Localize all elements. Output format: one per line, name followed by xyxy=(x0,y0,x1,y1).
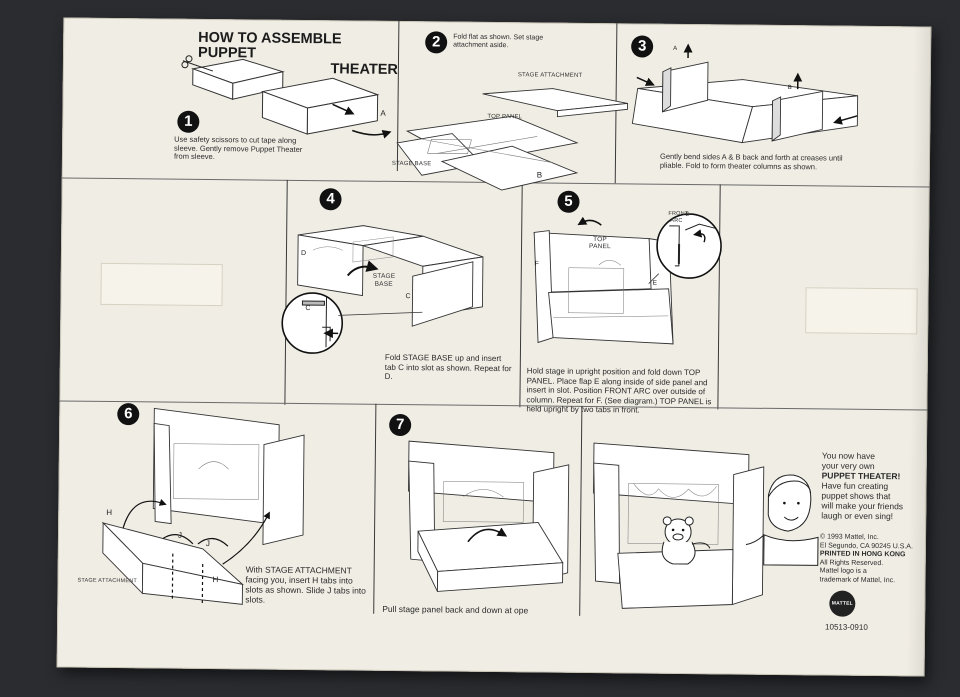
divider-v-3 xyxy=(284,179,288,405)
step-1-text: Use safety scissors to cut tape along sl… xyxy=(173,134,303,162)
step-7-text: Pull stage panel back and down at ope xyxy=(382,603,529,616)
step-2-number: 2 xyxy=(425,31,448,54)
label-h-left: H xyxy=(106,507,113,518)
step-3-text: Gently bend sides A & B back and forth a… xyxy=(659,151,843,171)
step-4-number: 4 xyxy=(319,188,342,211)
step-3-diagram xyxy=(631,43,859,144)
label-b-step3: B xyxy=(787,85,792,92)
divider-v-6 xyxy=(373,403,377,614)
step-2-text: Fold flat as shown. Set stage attachment… xyxy=(453,33,544,50)
closing-line-7: laugh or even sing! xyxy=(821,510,894,522)
label-e-step5: E xyxy=(652,279,658,287)
step-6-diagram xyxy=(101,407,305,605)
label-j-2: J xyxy=(205,538,210,549)
legal-notice: © 1993 Mattel, Inc. El Segundo, CA 90245… xyxy=(820,533,931,585)
mattel-logo: MATTEL xyxy=(829,590,856,617)
final-theater-diagram xyxy=(593,442,819,609)
step-7-diagram xyxy=(408,440,570,592)
label-stage-attachment: STAGE ATTACHMENT xyxy=(517,72,583,79)
label-front-arc-2: ARC xyxy=(670,217,683,224)
closing-message: You now have your very own PUPPET THEATE… xyxy=(821,450,932,521)
label-top-panel-small: TOP PANEL xyxy=(487,113,523,121)
step-5-diagram xyxy=(533,213,722,345)
label-c-step4: C xyxy=(405,293,411,301)
label-e-zoom: E xyxy=(685,211,690,219)
step-4-text: Fold STAGE BASE up and insert tab C into… xyxy=(384,352,512,381)
label-stage-base: STAGE BASE xyxy=(391,160,432,168)
label-d-step4: D xyxy=(300,249,307,258)
label-top-panel-5b: PANEL xyxy=(589,242,611,251)
product-code: 10513-0910 xyxy=(825,622,868,632)
step-1-diagram xyxy=(181,55,629,191)
label-b-step2: B xyxy=(536,170,543,180)
label-a-step3: A xyxy=(673,45,678,52)
label-stage-base-4b: BASE xyxy=(374,280,393,288)
label-c-zoom: C xyxy=(305,305,311,313)
label-f-step5: F xyxy=(534,260,539,268)
step-5-text: Hold stage in upright position and fold … xyxy=(526,366,712,415)
tape-right xyxy=(805,287,918,335)
label-h-right: H xyxy=(212,575,219,585)
label-stage-attachment-6: STAGE ATTACHMENT xyxy=(77,577,137,585)
label-a-step2: A xyxy=(380,108,386,118)
step-7-number: 7 xyxy=(389,413,412,437)
instruction-board: HOW TO ASSEMBLE PUPPET THEATER xyxy=(56,17,932,677)
label-j-1: J xyxy=(177,530,183,540)
legal-line-6: trademark of Mattel, Inc. xyxy=(819,575,896,584)
step-6-text: With STAGE ATTACHMENT facing you, insert… xyxy=(245,564,366,605)
step-5-number: 5 xyxy=(557,190,580,213)
step-1-number: 1 xyxy=(177,110,200,133)
label-stage-base-4a: STAGE xyxy=(372,272,396,280)
tape-left xyxy=(100,262,223,307)
step-4-diagram xyxy=(281,225,484,354)
